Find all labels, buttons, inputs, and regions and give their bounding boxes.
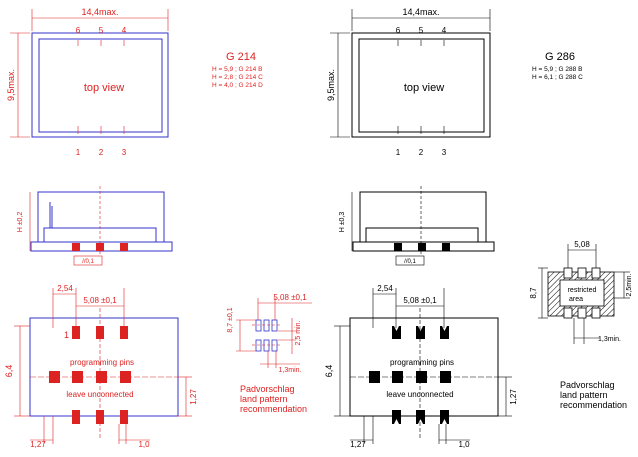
right-pad-dim-right: 2,5min. — [626, 273, 633, 296]
right-side-height: H ±0,3 — [339, 212, 346, 233]
right-top-pin-5: 5 — [419, 26, 424, 35]
left-bottom-pin-1: 1 — [76, 148, 81, 157]
left-pad-pattern — [255, 319, 278, 352]
left-bottom-pin-2: 2 — [99, 148, 104, 157]
right-height-dim: 9,5max. — [326, 69, 336, 101]
right-flatness-box — [395, 255, 425, 266]
left-variant-d: H = 4,0 ; G 214 D — [212, 82, 263, 89]
right-dim-pitch: 5,08 ±0,1 — [403, 296, 437, 305]
right-prog-label: programming pins — [390, 358, 454, 367]
right-pad-dim-top: 5,08 — [574, 240, 590, 249]
right-unconnected-label: leave unconnected — [386, 390, 453, 399]
right-restricted-2: area — [569, 296, 583, 303]
right-dim-right: 1,27 — [509, 389, 518, 405]
left-variant-b: H = 5,9 ; G 214 B — [212, 66, 262, 73]
left-top-pin-6: 6 — [76, 26, 81, 35]
right-restricted-1: restricted — [568, 287, 597, 294]
right-bottom-pin-1: 1 — [396, 148, 401, 157]
right-variant-c: H = 6,1 ; G 288 C — [532, 74, 583, 81]
left-pad-dim-top: 5,08 ±0,1 — [273, 293, 307, 302]
left-bottom-pin-3: 3 — [122, 148, 127, 157]
left-dim-pitch-left: 2,54 — [57, 284, 73, 293]
right-view-label: top view — [404, 82, 444, 94]
left-top-view — [10, 9, 169, 138]
left-side-view — [29, 191, 173, 252]
right-pad-dim-bottom: 1,3min. — [598, 336, 621, 343]
right-footprint-pins — [369, 326, 451, 424]
right-pad-pattern — [547, 267, 615, 319]
right-bottom-pin-2: 2 — [419, 148, 424, 157]
left-flatness-box — [73, 255, 103, 266]
left-side-height: H ±0,2 — [17, 212, 24, 233]
left-top-pin-4: 4 — [122, 26, 127, 35]
left-unconnected-label: leave unconnected — [66, 390, 133, 399]
left-dim-right: 1,27 — [189, 389, 198, 405]
right-dim-bottom-left: 1,27 — [350, 440, 366, 449]
left-pad-caption-1: Padvorschlag — [240, 384, 295, 394]
right-top-pin-4: 4 — [442, 26, 447, 35]
left-pad-dim-mid: 2,5 min. — [295, 320, 302, 345]
left-dim-pitch: 5,08 ±0,1 — [83, 296, 117, 305]
right-pad-caption-3: recommendation — [560, 400, 627, 410]
right-dim-pitch-left: 2,54 — [377, 284, 393, 293]
right-title: G 286 — [545, 51, 575, 63]
right-variant-b: H = 5,9 ; G 288 B — [532, 66, 582, 73]
left-width-dim: 14,4max. — [81, 7, 118, 17]
left-pad-dim-bottom: 1,3min. — [279, 367, 302, 374]
right-side-pins — [394, 243, 450, 251]
right-bottom-pin-3: 3 — [442, 148, 447, 157]
right-pad-caption-1: Padvorschlag — [560, 380, 615, 390]
left-footprint-pins — [49, 326, 131, 424]
left-height-dim: 9,5max. — [6, 69, 16, 101]
right-pad-dim-left: 8,7 — [529, 287, 538, 299]
right-pad-dims — [538, 244, 630, 344]
right-pad-caption-2: land pattern — [560, 390, 608, 400]
right-top-view — [330, 9, 491, 138]
left-pin-one: 1 — [64, 330, 69, 340]
left-prog-label: programming pins — [70, 358, 134, 367]
left-variant-c: H = 2,8 ; G 214 C — [212, 74, 263, 81]
left-pad-caption-3: recommendation — [240, 404, 307, 414]
left-dim-bottom-left: 1,27 — [30, 440, 46, 449]
right-width-dim: 14,4max. — [402, 7, 439, 17]
left-pad-caption-2: land pattern — [240, 394, 288, 404]
right-dim-bottom-right: 1,0 — [458, 440, 470, 449]
left-title: G 214 — [226, 51, 256, 63]
left-dim-bottom-right: 1,0 — [138, 440, 150, 449]
right-flatness-label: //0,1 — [404, 259, 416, 265]
right-top-pin-6: 6 — [396, 26, 401, 35]
right-side-view — [351, 191, 495, 252]
right-height-fp: 6,4 — [324, 365, 334, 378]
left-height-fp: 6,4 — [4, 365, 14, 378]
left-flatness-label: //0,1 — [82, 259, 94, 265]
left-view-label: top view — [84, 82, 124, 94]
left-top-pin-5: 5 — [99, 26, 104, 35]
left-pad-dim-left: 8,7 ±0,1 — [227, 307, 234, 332]
left-pad-dims — [236, 298, 312, 368]
